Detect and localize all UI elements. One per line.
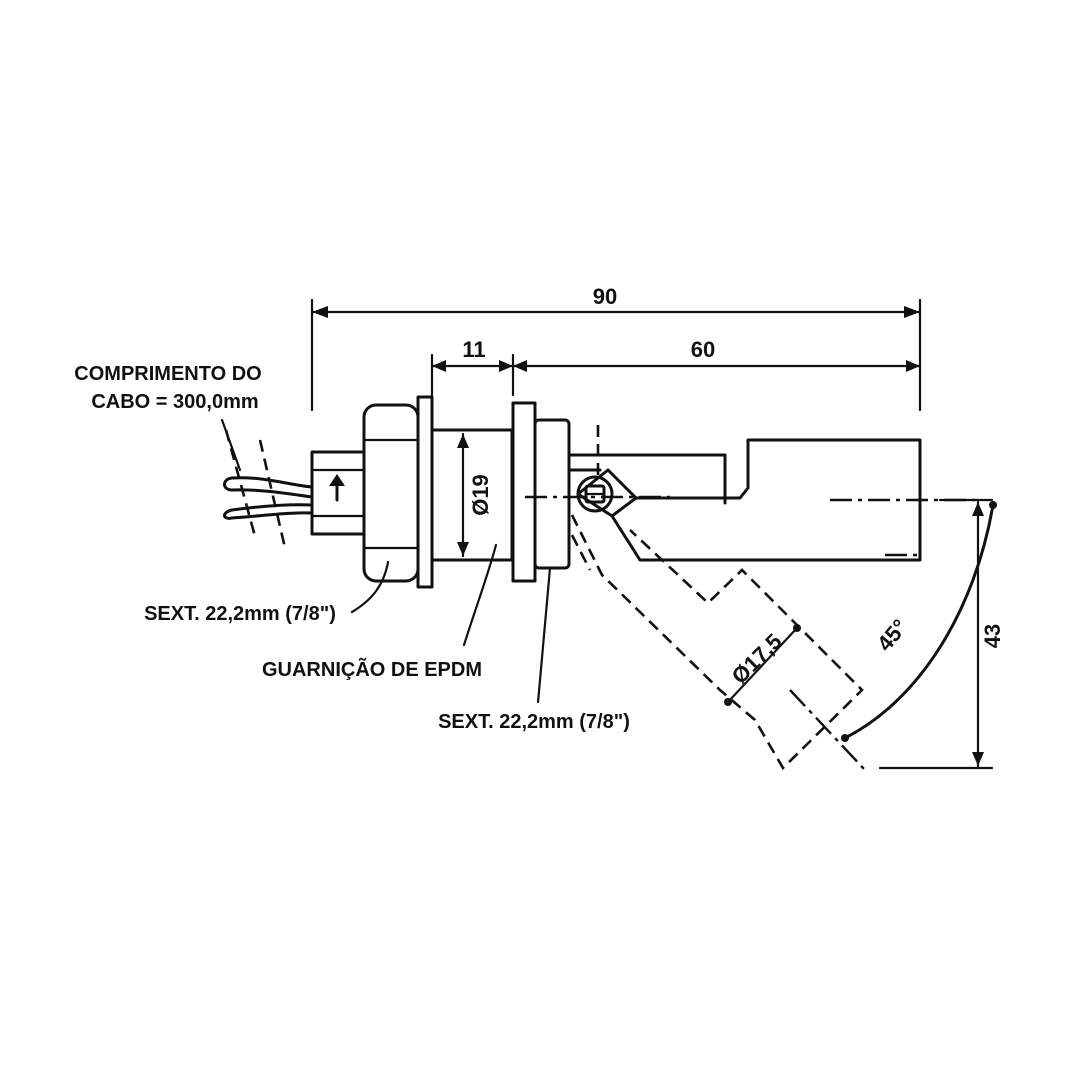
arrow-up-icon [329, 474, 345, 502]
callout-cable-length: COMPRIMENTO DO CABO = 300,0mm [74, 363, 262, 472]
hinge-stem [567, 425, 727, 505]
flange-to-end-label: 60 [691, 337, 715, 362]
float-horizontal [525, 438, 975, 562]
callout-gasket: GUARNIÇÃO DE EPDM [262, 543, 498, 681]
body-diameter-label: Ø19 [468, 474, 493, 516]
flange-right [511, 401, 537, 583]
callout-hex-right: SEXT. 22,2mm (7/8") [438, 566, 630, 733]
hex-nut-left [362, 403, 420, 583]
dimension-nut-to-flange: 11 [430, 337, 515, 397]
hex-nut-right [533, 418, 571, 570]
hinge-pin [576, 468, 638, 518]
swing-angle-label: 45° [872, 614, 913, 656]
callout-hex-left: SEXT. 22,2mm (7/8") [144, 560, 390, 625]
float-diameter-label: Ø17,5 [727, 629, 787, 689]
flange-left [416, 395, 434, 589]
dimension-flange-to-end: 60 [511, 337, 922, 372]
threaded-body: Ø19 [430, 428, 514, 562]
hex-left-note: SEXT. 22,2mm (7/8") [144, 603, 336, 625]
cable-note-line1: COMPRIMENTO DO [74, 363, 261, 385]
cable-wires [223, 429, 314, 549]
nut-to-flange-label: 11 [462, 337, 485, 362]
dimension-overall-length: 90 [310, 284, 922, 412]
cable-note-line2: CABO = 300,0mm [91, 391, 258, 413]
dimension-vertical-drop: 43 [878, 498, 1005, 770]
gasket-note: GUARNIÇÃO DE EPDM [262, 658, 482, 681]
cable-exit-body [310, 450, 366, 536]
hex-right-note: SEXT. 22,2mm (7/8") [438, 711, 630, 733]
overall-length-label: 90 [593, 284, 617, 309]
vertical-drop-label: 43 [980, 624, 1005, 648]
